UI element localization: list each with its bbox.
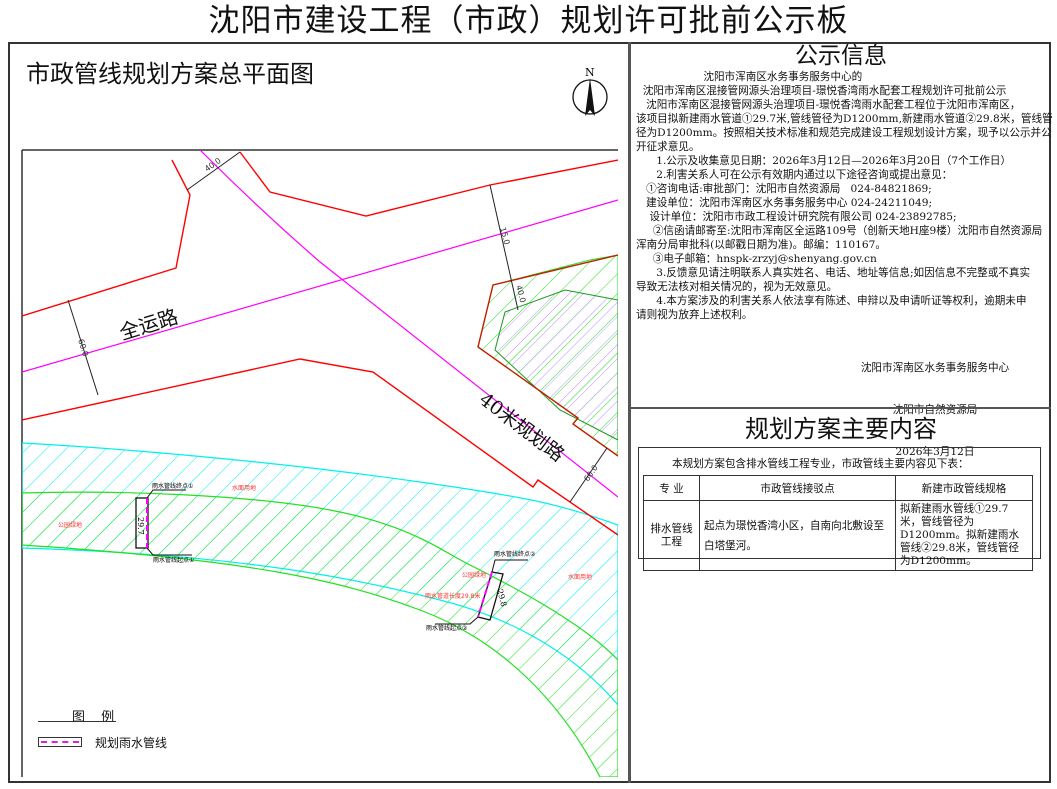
table-row: 排水管线工程 起点为璟悦香湾小区，自南向北敷设至白塔堡河。 拟新建雨水管线①29… [643,500,1033,571]
notice-line: 导致无法核对相关情况的，视为无效意见。 [636,281,838,293]
rain-pipe-2 [477,571,493,618]
table-header-row: 专 业 市政管线接驳点 新建市政管线规格 [643,475,1033,501]
road-centerline [199,150,618,498]
panel-divider [628,42,631,783]
signature-date: 2026年3月12日 [895,446,975,458]
notice-signature: 沈阳市浑南区水务事务服务中心 沈阳市自然资源局 2026年3月12日 [855,333,1015,473]
water-label: 水面用地 [568,573,592,581]
water-label: 水面用地 [232,484,256,492]
notice-line: 4.本方案涉及的利害关系人依法享有陈述、申辩以及申请听证等权利，逾期未申 [636,295,1027,307]
notice-line: 浑南分局审批科(以邮戳日期为准)。邮编：110167。 [636,239,886,251]
header-cell: 新建市政管线规格 [895,475,1033,501]
notice-line: 沈阳市浑南区水务事务服务中心的 [636,71,863,83]
road-edge [477,254,618,457]
park-green-band [22,491,618,777]
notice-line: ③电子邮箱：hnspk-zrzyj@shenyang.gov.cn [636,253,877,265]
pipe-length-label: 雨水管道长度29.8米 [425,592,480,600]
notice-line: 1.公示及收集意见日期：2026年3月12日—2026年3月20日（7个工作日） [636,155,1012,167]
map-title: 市政管线规划方案总平面图 [26,60,314,88]
board-frame [8,42,1051,783]
notice-line: 设计单位：沈阳市市政工程设计研究院有限公司 024-23892785; [636,211,957,223]
notice-line: 沈阳市浑南区混接管网源头治理项目-璟悦香湾雨水配套工程规划许可批前公示 [636,85,1007,97]
notice-line: 建设单位：沈阳市浑南区水务事务服务中心 024-24211049; [636,197,933,209]
notice-line: 开征求意见。 [636,141,700,153]
notice-line: 该项目拟新建雨水管道①29.7米,管线管径为D1200mm,新建雨水管道②29.… [636,113,1053,125]
legend-title: 图 例 [72,710,121,725]
plan-title: 规划方案主要内容 [745,415,937,443]
table-cell: 排水管线工程 [643,500,700,571]
pipe-end-2-label: 雨水管线终点② [494,550,536,558]
svg-text:N: N [585,66,595,79]
dimension-label: 40.0 [514,284,527,304]
pipe-start-2-label: 雨水管线起点② [426,624,468,632]
plan-intro: 本规划方案包含排水管线工程专业，市政管线主要内容见下表： [672,458,969,470]
notice-title: 公示信息 [795,43,887,69]
table-cell: 起点为璟悦香湾小区，自南向北敷设至白塔堡河。 [699,500,896,571]
road-edge [239,151,618,217]
header-cell: 市政管线接驳点 [699,475,896,501]
legend-label: 规划雨水管线 [95,736,168,750]
notice-line: 请则视为放弃上述权利。 [636,309,753,321]
notice-line: ①咨询电话:审批部门：沈阳市自然资源局 024-84821869; [636,183,932,195]
park-label: 公园绿地 [58,521,82,529]
notice-line: ②信函请邮寄至:沈阳市浑南区全运路109号（创新天地H座9楼）沈阳市自然资源局 [636,225,1043,237]
table-cell: 拟新建雨水管线①29.7米，管线管径为D1200mm。拟新建雨水管线②29.8米… [895,500,1033,571]
dimension-label: 29.8 [495,588,508,608]
legend-swatch-rain-pipe [38,737,82,747]
dimension-label: 60.0 [76,338,90,358]
dimension-label: 29.7 [136,517,145,535]
dimension-label: 15.0 [498,226,511,246]
plan-table: 专 业 市政管线接驳点 新建市政管线规格 排水管线工程 起点为璟悦香湾小区，自南… [643,475,1033,571]
notice-line: 沈阳市浑南区混接管网源头治理项目-璟悦香湾雨水配套工程位于沈阳市浑南区， [636,99,1021,111]
road-edge [22,358,618,536]
road-label-quanyun: 全运路 [116,304,180,344]
park-label: 公园绿地 [462,571,486,579]
board-title: 沈阳市建设工程（市政）规划许可批前公示板 [208,3,849,39]
north-arrow-icon: N [572,66,608,116]
notice-line: 径为D1200mm。按照相关技术标准和规范完成建设工程规划设计方案，现予以公示并… [636,127,1052,139]
pipe-start-1-label: 雨水管线起点① [153,556,194,564]
notice-line: 3.反馈意见请注明联系人真实姓名、电话、地址等信息;如因信息不完整或不真实 [636,267,1031,279]
notice-line: 2.利害关系人可在公示有效期内通过以下途径咨询或提出意见： [636,169,953,181]
legend-divider [38,721,116,722]
pipe-end-1-label: 雨水管线终点① [152,482,193,490]
header-cell: 专 业 [643,475,700,501]
road-edge [22,159,191,317]
road-centerline [22,199,618,373]
plot-purple [494,289,618,441]
signature-org: 沈阳市浑南区水务事务服务中心 [860,362,1010,374]
plan-panel [631,407,1051,783]
